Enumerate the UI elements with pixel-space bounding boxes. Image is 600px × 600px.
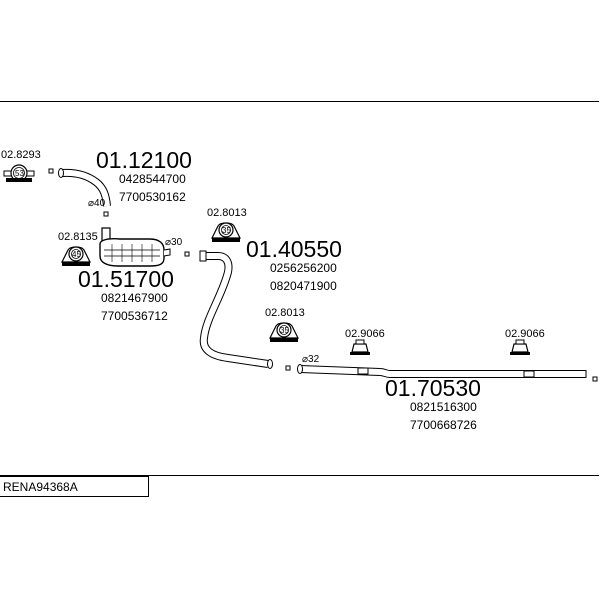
clamp-a2-size: 45 bbox=[72, 250, 81, 259]
hanger-a6-number: 02.9066 bbox=[505, 328, 545, 340]
clamp-a2-number: 02.8135 bbox=[58, 231, 98, 243]
front-pipe-ref-2: 7700530162 bbox=[119, 190, 186, 204]
clamp-a4-size: 35 bbox=[280, 326, 289, 335]
silencer-diameter: ⌀30 bbox=[165, 237, 183, 248]
rubber-hanger-icon[interactable] bbox=[510, 339, 530, 355]
connector-marker bbox=[592, 376, 598, 382]
hanger-a5-number: 02.9066 bbox=[345, 328, 385, 340]
diagram-code-box: RENA94368A bbox=[0, 476, 149, 497]
rear-pipe-number: 01.70530 bbox=[385, 375, 481, 401]
intermediate-pipe-part[interactable] bbox=[199, 250, 273, 369]
diagram-frame bbox=[0, 101, 599, 476]
intermediate-pipe-number: 01.40550 bbox=[246, 236, 342, 262]
clamp-icon[interactable]: 53 bbox=[3, 164, 35, 182]
clamp-a3-number: 02.8013 bbox=[207, 207, 247, 219]
silencer-ref-2: 7700536712 bbox=[101, 309, 168, 323]
intermediate-pipe-ref-2: 0820471900 bbox=[270, 279, 337, 293]
connector-marker bbox=[48, 168, 54, 174]
diagram-code: RENA94368A bbox=[3, 480, 78, 494]
clamp-icon[interactable]: 35 bbox=[269, 322, 299, 342]
rear-pipe-ref-2: 7700668726 bbox=[410, 418, 477, 432]
silencer-ref-1: 0821467900 bbox=[101, 291, 168, 305]
clamp-a1-number: 02.8293 bbox=[1, 149, 41, 161]
front-pipe-part[interactable] bbox=[58, 168, 111, 207]
connector-marker bbox=[285, 365, 291, 371]
clamp-icon[interactable]: 45 bbox=[61, 246, 91, 266]
clamp-a4-number: 02.8013 bbox=[265, 307, 305, 319]
clamp-icon[interactable]: 35 bbox=[211, 222, 241, 242]
rubber-hanger-icon[interactable] bbox=[350, 339, 370, 355]
connector-marker bbox=[184, 251, 190, 257]
rear-pipe-part[interactable] bbox=[297, 364, 587, 379]
intermediate-pipe-ref-1: 0256256200 bbox=[270, 261, 337, 275]
front-pipe-ref-1: 0428544700 bbox=[119, 172, 186, 186]
front-silencer-part[interactable] bbox=[99, 227, 171, 267]
rear-pipe-diameter: ⌀32 bbox=[302, 354, 320, 365]
front-pipe-number: 01.12100 bbox=[96, 147, 192, 173]
rear-pipe-ref-1: 0821516300 bbox=[410, 400, 477, 414]
connector-marker bbox=[103, 211, 109, 217]
front-pipe-diameter: ⌀40 bbox=[88, 198, 106, 209]
clamp-a1-size: 53 bbox=[15, 169, 24, 178]
silencer-number: 01.51700 bbox=[78, 266, 174, 292]
clamp-a3-size: 35 bbox=[222, 226, 231, 235]
